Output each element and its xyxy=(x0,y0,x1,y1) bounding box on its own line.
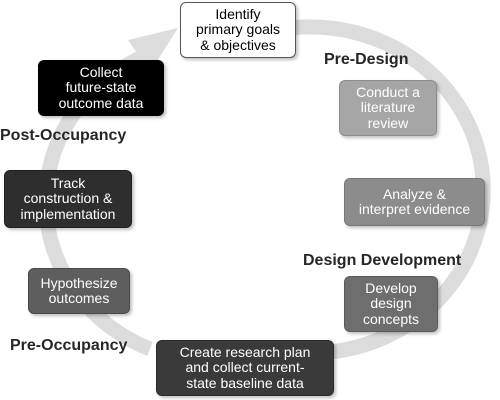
step-hypothesize-outcomes-label: Hypothesize outcomes xyxy=(40,274,118,306)
phase-label-pre-design: Pre-Design xyxy=(324,51,409,68)
phase-label-design-development: Design Development xyxy=(303,252,462,269)
step-literature-review-label: Conduct a literature review xyxy=(356,83,420,131)
phase-label-pre-occupancy: Pre-Occupancy xyxy=(10,337,128,354)
step-analyze-evidence: Analyze & interpret evidence xyxy=(344,178,485,226)
step-analyze-evidence-label: Analyze & interpret evidence xyxy=(358,185,471,217)
step-track-construction: Track construction & implementation xyxy=(4,170,132,228)
step-identify-goals-label: Identify primary goals & objectives xyxy=(195,5,281,53)
step-track-construction-label: Track construction & implementation xyxy=(20,174,116,222)
step-collect-outcome-data: Collect future-state outcome data xyxy=(38,60,164,116)
cycle-arrowhead xyxy=(128,28,178,72)
phase-label-post-occupancy: Post-Occupancy xyxy=(0,127,127,144)
step-hypothesize-outcomes: Hypothesize outcomes xyxy=(28,268,130,314)
step-literature-review: Conduct a literature review xyxy=(339,80,437,136)
step-research-plan-label: Create research plan and collect current… xyxy=(179,343,311,391)
step-identify-goals: Identify primary goals & objectives xyxy=(180,2,296,58)
step-collect-outcome-data-label: Collect future-state outcome data xyxy=(58,63,144,111)
step-research-plan: Create research plan and collect current… xyxy=(156,340,334,396)
step-develop-concepts-label: Develop design concepts xyxy=(362,279,420,327)
step-develop-concepts: Develop design concepts xyxy=(344,276,438,332)
